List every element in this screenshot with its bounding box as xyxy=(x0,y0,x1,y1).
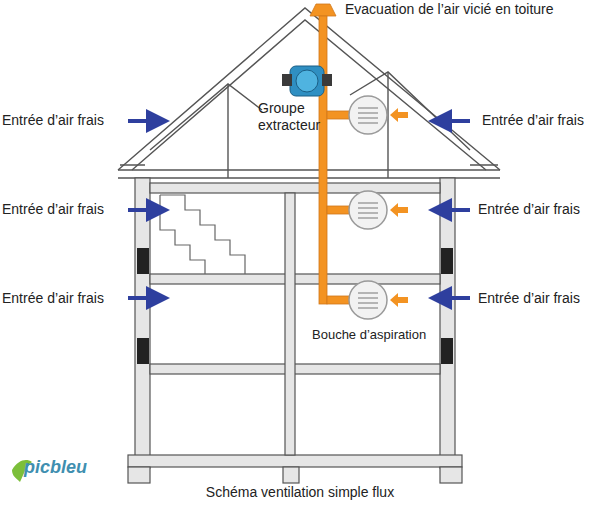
inlet-label: Entrée d’air frais xyxy=(478,290,580,307)
exhaust-duct xyxy=(310,4,351,304)
outlet-label: Evacuation de l’air vicié en toiture xyxy=(345,1,554,18)
inlet-label: Entrée d’air frais xyxy=(2,290,104,307)
extract-vents xyxy=(349,96,387,319)
building-structure xyxy=(128,178,462,483)
caption: Schéma ventilation simple flux xyxy=(0,484,600,501)
extractor-fan xyxy=(282,66,332,96)
staircase xyxy=(160,195,245,274)
fan-label: Groupe extracteur xyxy=(258,100,336,134)
inlet-label: Entrée d’air frais xyxy=(2,112,104,129)
fresh-air-arrows xyxy=(128,121,470,298)
extract-arrows xyxy=(390,108,408,307)
roof xyxy=(118,8,500,178)
lintels xyxy=(137,248,453,364)
inlet-label: Entrée d’air frais xyxy=(478,201,580,218)
vent-label: Bouche d’aspiration xyxy=(312,326,426,343)
watermark: picbleu xyxy=(24,459,87,476)
inlet-label: Entrée d’air frais xyxy=(2,201,104,218)
inlet-label: Entrée d’air frais xyxy=(482,112,584,129)
